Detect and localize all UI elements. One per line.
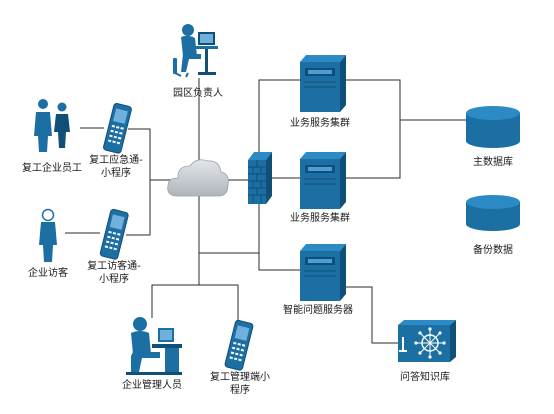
knowledge-base-label: 问答知识库 <box>400 370 450 383</box>
admin-app-node: 复工管理端小 程序 <box>210 319 270 396</box>
person-icon <box>39 208 57 262</box>
database-icon <box>466 106 520 148</box>
link-visitor-app-cloud <box>126 180 151 236</box>
emergency-app-label-line1: 复工应急通- <box>89 153 143 166</box>
link-firewall-down <box>258 204 300 271</box>
admin-app-label-line2: 程序 <box>230 383 250 396</box>
employees-node: 复工企业员工 <box>22 99 82 174</box>
employees-label: 复工企业员工 <box>22 161 82 174</box>
server-icon <box>300 55 346 112</box>
business-cluster-1-label: 业务服务集群 <box>290 116 350 129</box>
backup-db-label: 备份数据 <box>473 243 513 256</box>
link-qa-kb <box>340 286 398 344</box>
park-manager-node: 园区负责人 <box>173 24 223 99</box>
visitor-label: 企业访客 <box>28 266 68 279</box>
business-cluster-2-node: 业务服务集群 <box>290 152 350 224</box>
link-admin-app <box>199 284 239 322</box>
firewall-node <box>248 152 272 204</box>
link-emergency-app-cloud <box>128 128 172 181</box>
database-icon <box>466 195 520 231</box>
link-firewall-up <box>258 79 300 157</box>
visitor-app-label-line1: 复工访客通- <box>87 259 141 272</box>
visitor-node: 企业访客 <box>28 208 68 279</box>
knowledge-base-node: 问答知识库 <box>398 320 456 383</box>
qa-server-node: 智能问题服务器 <box>283 244 353 316</box>
knowledge-hub-icon <box>398 320 456 362</box>
cloud-node <box>167 159 229 197</box>
mobile-phone-icon <box>99 208 129 260</box>
emergency-app-node: 复工应急通- 小程序 <box>89 102 143 179</box>
firewall-icon <box>248 152 272 204</box>
link-admin <box>151 253 200 318</box>
main-db-node: 主数据库 <box>466 106 520 168</box>
enterprise-admin-node: 企业管理人员 <box>122 317 182 391</box>
mobile-phone-icon <box>103 102 132 154</box>
backup-db-node: 备份数据 <box>466 195 520 256</box>
enterprise-admin-label: 企业管理人员 <box>122 378 182 391</box>
cloud-icon <box>167 159 229 197</box>
business-cluster-1-node: 业务服务集群 <box>290 55 350 129</box>
link-cloud-bottom <box>198 196 259 254</box>
park-manager-label: 园区负责人 <box>173 86 223 99</box>
person-at-computer-icon <box>173 24 218 78</box>
visitor-app-label-line2: 小程序 <box>99 272 129 285</box>
people-icon <box>34 99 70 152</box>
visitor-app-node: 复工访客通- 小程序 <box>87 208 141 285</box>
link-clusters-db <box>340 79 401 179</box>
emergency-app-label-line2: 小程序 <box>101 166 131 179</box>
business-cluster-2-label: 业务服务集群 <box>290 211 350 224</box>
admin-app-label-line1: 复工管理端小 <box>210 370 270 383</box>
qa-server-label: 智能问题服务器 <box>283 303 353 316</box>
person-at-computer-icon <box>126 317 182 375</box>
server-icon <box>300 152 346 209</box>
mobile-phone-icon <box>224 319 254 371</box>
server-icon <box>300 244 346 301</box>
main-db-label: 主数据库 <box>473 155 513 168</box>
